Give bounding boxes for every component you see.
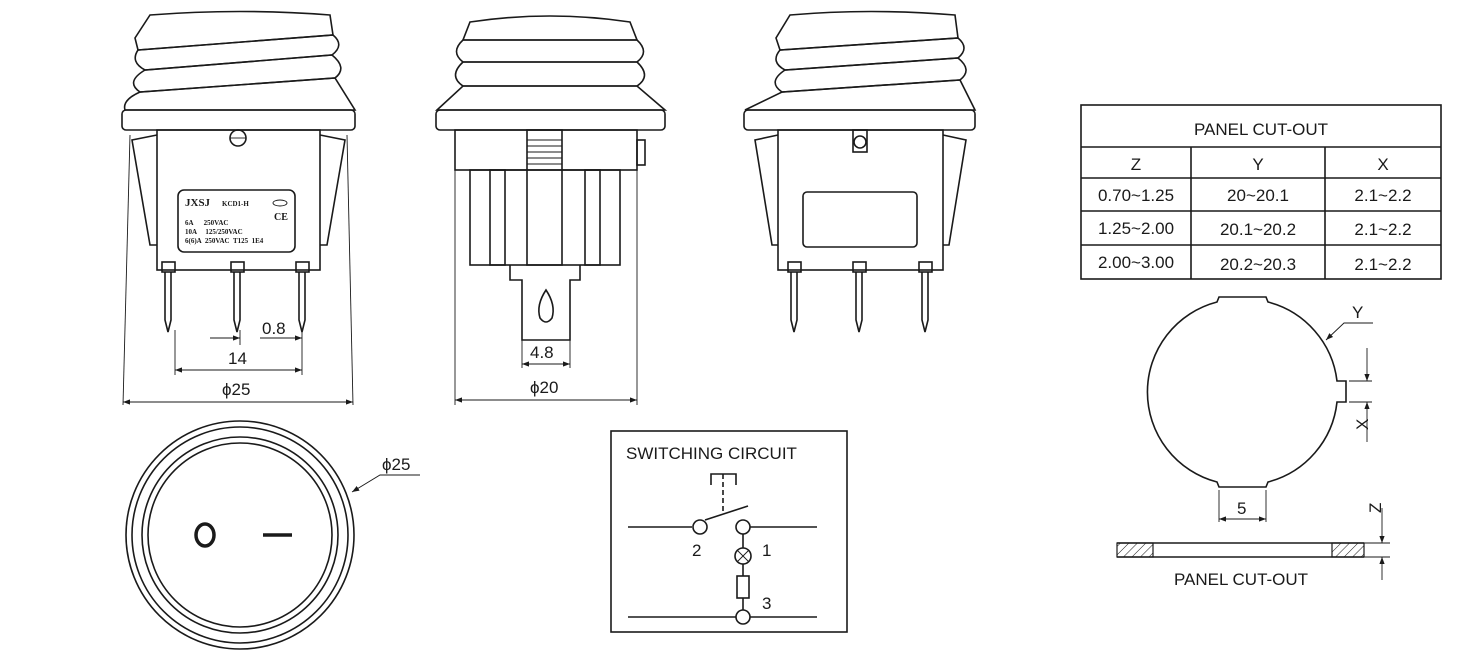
resistor-icon [736, 575, 750, 599]
svg-text:2.1~2.2: 2.1~2.2 [1354, 186, 1411, 205]
table-row: 0.70~1.25 20~20.1 2.1~2.2 [1098, 186, 1412, 205]
svg-text:SWITCHING CIRCUIT: SWITCHING CIRCUIT [626, 444, 797, 463]
panel-cutout-table: PANEL CUT-OUT Z Y X 0.70~1.25 20~20.1 2.… [1080, 104, 1442, 280]
svg-text:20.1~20.2: 20.1~20.2 [1220, 220, 1296, 239]
svg-text:1.25~2.00: 1.25~2.00 [1098, 219, 1174, 238]
svg-text:20.2~20.3: 20.2~20.3 [1220, 255, 1296, 274]
svg-text:2: 2 [692, 541, 701, 560]
svg-text:Z: Z [1131, 155, 1141, 174]
svg-text:ϕ25: ϕ25 [222, 380, 250, 399]
spring-ribs [527, 139, 562, 171]
panel-cutout-drawing: Y X 5 Z PANEL CUT-OUT [1116, 296, 1390, 589]
back-view [743, 10, 977, 333]
off-symbol-icon [194, 522, 216, 548]
ccc-mark-icon [272, 199, 288, 207]
svg-text:Y: Y [1352, 303, 1363, 322]
table-row: 1.25~2.00 20.1~20.2 2.1~2.2 [1098, 219, 1412, 239]
svg-text:ϕ25: ϕ25 [382, 455, 410, 474]
front-view: JXSJ KCD1-H CE 6A 250VAC 10A 125/250VAC … [121, 10, 357, 406]
svg-text:6(6)A 250VAC T125 1E4: 6(6)A 250VAC T125 1E4 [185, 237, 264, 245]
svg-text:2.1~2.2: 2.1~2.2 [1354, 220, 1411, 239]
svg-text:14: 14 [228, 349, 247, 368]
svg-text:0.8: 0.8 [262, 319, 286, 338]
svg-text:10A 125/250VAC: 10A 125/250VAC [185, 228, 243, 236]
svg-text:ϕ20: ϕ20 [530, 378, 558, 397]
svg-text:4.8: 4.8 [530, 343, 554, 362]
svg-text:20~20.1: 20~20.1 [1227, 186, 1289, 205]
svg-text:0.70~1.25: 0.70~1.25 [1098, 186, 1174, 205]
svg-text:X: X [1353, 419, 1372, 430]
svg-text:KCD1-H: KCD1-H [222, 200, 249, 208]
table-row: 2.00~3.00 20.2~20.3 2.1~2.2 [1098, 253, 1412, 274]
svg-text:CE: CE [274, 212, 288, 223]
svg-text:Z: Z [1366, 503, 1385, 513]
svg-text:Y: Y [1252, 155, 1263, 174]
side-view: 4.8 ϕ20 [434, 15, 668, 405]
svg-text:6A 250VAC: 6A 250VAC [185, 219, 228, 227]
svg-text:PANEL CUT-OUT: PANEL CUT-OUT [1194, 120, 1328, 139]
pins [161, 261, 310, 333]
svg-text:3: 3 [762, 594, 771, 613]
svg-text:X: X [1377, 155, 1388, 174]
svg-text:1: 1 [762, 541, 771, 560]
svg-text:JXSJ: JXSJ [185, 197, 211, 209]
svg-text:5: 5 [1237, 499, 1246, 518]
svg-text:2.1~2.2: 2.1~2.2 [1354, 255, 1411, 274]
switching-circuit: SWITCHING CIRCUIT 2 1 3 [610, 430, 848, 633]
svg-text:2.00~3.00: 2.00~3.00 [1098, 253, 1174, 272]
top-view-round: ϕ25 [125, 420, 420, 650]
svg-text:PANEL CUT-OUT: PANEL CUT-OUT [1174, 570, 1308, 589]
rating-label [177, 189, 296, 253]
